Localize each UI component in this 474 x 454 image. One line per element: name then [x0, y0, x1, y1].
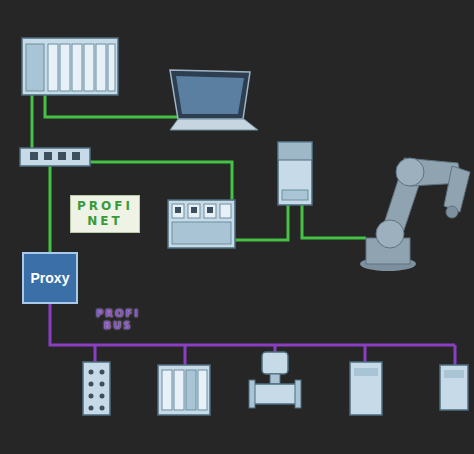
bus-wire: [274, 345, 277, 352]
network-switch: [20, 148, 90, 166]
plc-rack: [22, 38, 118, 95]
plc-module: [84, 44, 94, 91]
connector-dot: [89, 394, 94, 399]
connector-dot: [100, 406, 105, 411]
robot-wrist: [444, 166, 470, 212]
device-panel: [444, 370, 464, 378]
connector-dot: [89, 406, 94, 411]
node-text: PROFI NET: [74, 199, 136, 229]
profibus-logo: PROFI BUS: [92, 305, 144, 335]
bus-wire: [50, 304, 455, 345]
plc-module: [48, 44, 58, 91]
bus-wire: [454, 345, 457, 365]
transmitter-head: [262, 352, 288, 374]
io-led: [191, 207, 197, 213]
robot-tool: [446, 206, 458, 218]
network-wire: [302, 205, 366, 238]
io-led: [175, 207, 181, 213]
io-slice: [186, 370, 196, 410]
network-wire: [235, 205, 288, 240]
plc-module: [96, 44, 106, 91]
io-slice: [162, 370, 172, 410]
io-terminal: [172, 222, 231, 244]
network-wire: [45, 95, 182, 117]
switch-port: [30, 152, 38, 160]
pipe-flange: [295, 380, 301, 408]
drive-terminal: [282, 190, 308, 200]
bus-wire: [184, 345, 187, 365]
flow-pipe: [254, 384, 296, 404]
switch-port: [58, 152, 66, 160]
io-module: [204, 204, 216, 218]
io-module: [172, 204, 184, 218]
laptop-display: [176, 76, 244, 114]
io-device: [168, 200, 235, 248]
drive-top: [278, 142, 312, 160]
plc-module: [60, 44, 70, 91]
control-cabinet: [350, 362, 382, 415]
plc-module: [108, 44, 115, 91]
profinet-logo: PROFI NET: [70, 195, 140, 233]
robot-joint: [376, 220, 404, 248]
connector-dot: [89, 382, 94, 387]
pipe-flange: [249, 380, 255, 408]
power-supply: [26, 44, 44, 91]
io-module: [188, 204, 200, 218]
robot-joint: [396, 158, 424, 186]
network-wire: [49, 166, 52, 252]
io-module: [220, 204, 231, 218]
network-wire: [31, 95, 34, 148]
proxy-box: Proxy: [22, 252, 78, 304]
connector-dot: [89, 370, 94, 375]
transmitter-neck: [270, 374, 280, 384]
connector-dot: [100, 370, 105, 375]
connector-dot: [100, 394, 105, 399]
remote-io: [158, 365, 210, 415]
bus-wire: [364, 345, 367, 362]
field-device: [440, 365, 468, 410]
plc-module: [72, 44, 82, 91]
io-slice: [174, 370, 184, 410]
drive-unit: [278, 142, 312, 205]
switch-port: [44, 152, 52, 160]
io-slice: [198, 370, 207, 410]
laptop-screen: [170, 70, 250, 119]
io-led: [207, 207, 213, 213]
laptop-base: [170, 119, 258, 130]
cabinet-panel: [354, 368, 378, 376]
node-text: Proxy: [31, 270, 70, 286]
switch-port: [72, 152, 80, 160]
field-module: [83, 362, 110, 415]
node-text: PROFI BUS: [93, 308, 143, 332]
bus-wire: [94, 345, 97, 362]
connector-dot: [100, 382, 105, 387]
